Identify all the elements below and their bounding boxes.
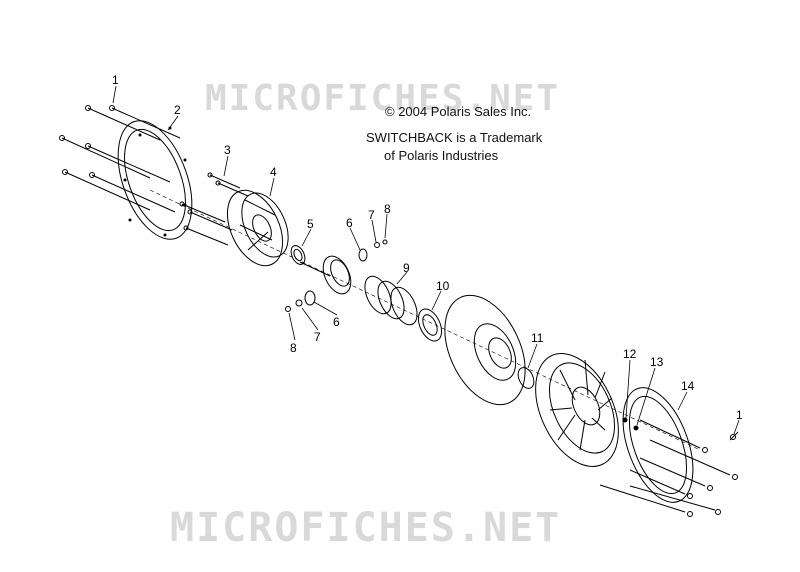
leader-lines xyxy=(112,85,740,435)
callout-12: 12 xyxy=(623,347,637,361)
part-5-seal xyxy=(290,245,306,265)
part-2-gasket xyxy=(117,120,193,240)
part-8-nut-top xyxy=(382,239,388,245)
callout-4: 4 xyxy=(270,165,277,179)
callout-9: 9 xyxy=(403,261,410,275)
copyright-text: © 2004 Polaris Sales Inc. xyxy=(385,104,532,119)
part-3-screws xyxy=(179,172,249,246)
part-7-washer-top xyxy=(374,242,380,248)
trademark-line-2: of Polaris Industries xyxy=(384,148,499,163)
part-1-bolts-right xyxy=(599,419,739,517)
trademark-line-1: SWITCHBACK is a Trademark xyxy=(366,130,543,145)
callout-8-top: 8 xyxy=(384,202,391,216)
callout-7-bottom: 7 xyxy=(314,330,321,344)
part-13-pin xyxy=(633,425,639,431)
callout-7-top: 7 xyxy=(368,208,375,222)
sheave-disc xyxy=(444,294,526,406)
watermark-bottom: MICROFICHES.NET xyxy=(170,505,562,551)
part-10-ring-inner xyxy=(422,314,438,336)
part-9-rings xyxy=(364,275,418,326)
callout-1-top: 1 xyxy=(112,73,119,87)
part-8-nut-bottom xyxy=(285,306,291,312)
callout-3: 3 xyxy=(224,143,231,157)
callout-14: 14 xyxy=(681,379,695,393)
callout-8-bottom: 8 xyxy=(290,341,297,355)
part-1-bolts-left xyxy=(59,105,181,213)
bearing xyxy=(299,255,352,295)
explosion-axis xyxy=(149,189,701,451)
part-11-washer xyxy=(517,367,535,389)
part-5-seal-inner xyxy=(293,248,303,262)
callout-11: 11 xyxy=(531,331,544,345)
part-10-ring xyxy=(417,308,443,342)
part-6-washer-bottom xyxy=(304,290,316,306)
callout-6-bottom: 6 xyxy=(333,315,340,329)
part-6-washer-top xyxy=(358,248,368,262)
part-7-washer-bottom xyxy=(295,299,303,307)
callout-1-bottom: 1 xyxy=(736,408,743,422)
callout-6-top: 6 xyxy=(346,216,353,230)
callout-2: 2 xyxy=(174,103,181,117)
callout-13: 13 xyxy=(650,355,664,369)
callout-labels: 1 2 3 4 5 6 7 8 9 10 6 7 8 11 12 13 14 1 xyxy=(112,73,743,422)
callout-5: 5 xyxy=(307,217,314,231)
housing xyxy=(535,353,619,467)
part-4-cover xyxy=(226,189,289,267)
callout-10: 10 xyxy=(436,279,450,293)
part-14-gasket xyxy=(622,387,694,503)
watermark-top: MICROFICHES.NET xyxy=(205,78,561,119)
